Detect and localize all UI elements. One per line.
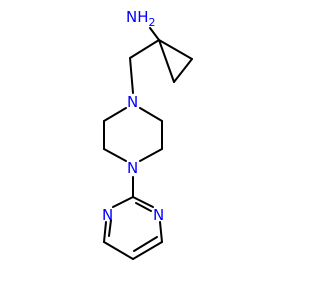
atom-labels: NH2 N N N N [102,8,164,224]
bond-ch2-n1 [129,57,134,94]
bond-pyr-c6-n1 [103,221,107,243]
piperazine-n1-label: N [127,93,138,111]
piperazine-n4-label: N [127,159,138,177]
amine-label: NH2 [126,8,156,29]
bond-cp-c2-c3 [173,58,193,83]
bond-pyr-inner-c2-n3 [135,202,152,212]
bonds [103,27,193,260]
bond-c1-amine [149,27,160,41]
bond-n4-c-left-low [103,148,127,162]
bond-pyr-c5-c6 [103,241,134,260]
bond-pyr-c4-c5 [132,241,163,260]
pyrimidine-n1-label: N [102,206,113,224]
bond-cp-c1-c2 [158,39,193,60]
bond-pyr-n1-c2 [112,196,134,208]
bond-c-left-n1 [103,107,127,122]
bond-pyr-c2-n3 [132,196,154,208]
bond-c1-ch2 [129,39,160,59]
pyrimidine-n3-label: N [153,206,164,224]
amine-label-main: NH [126,8,149,26]
bond-c-right-low-n4 [139,148,163,162]
bond-n1-c-right [139,107,163,122]
molecule-structure: NH2 N N N N [102,8,193,260]
bond-pyr-n3-c4 [159,221,163,243]
amine-label-subscript: 2 [149,16,156,29]
bond-pyr-inner-c6-n1 [108,219,112,237]
bond-pyr-inner-c4-c5 [133,236,158,252]
bond-cp-c3-c1 [158,39,175,83]
